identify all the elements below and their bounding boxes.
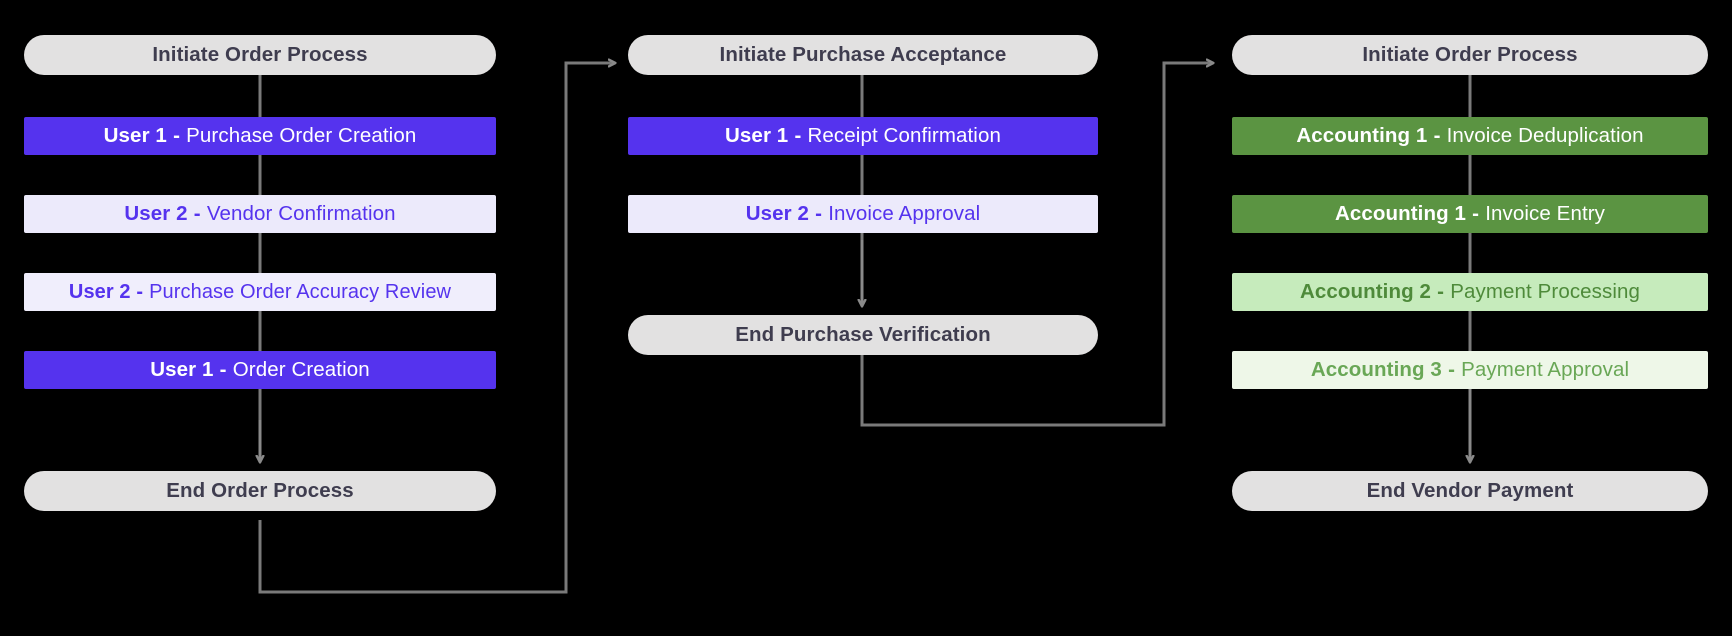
node-actor: User 1 [725, 124, 789, 147]
node-task-c1-2[interactable]: User 2 -Purchase Order Accuracy Review [24, 273, 496, 311]
node-task-c3-1[interactable]: Accounting 1-Invoice Entry [1232, 195, 1708, 233]
node-task-c1-0[interactable]: User 1-Purchase Order Creation [24, 117, 496, 155]
node-task-c2-0[interactable]: User 1-Receipt Confirmation [628, 117, 1098, 155]
node-actor: Accounting 1 [1334, 202, 1467, 225]
node-actor: User 2 [745, 202, 810, 225]
node-sep: - [193, 202, 201, 225]
node-end-c3[interactable]: End Vendor Payment [1232, 471, 1708, 511]
node-sep: - [815, 202, 823, 225]
column-vendor-payment: Initiate Order Process Accounting 1-Invo… [1232, 0, 1708, 636]
node-sep: - [1437, 280, 1445, 303]
node-actor: Accounting 1 [1296, 124, 1428, 147]
node-sep: - [794, 124, 802, 147]
node-task: Purchase Order Creation [186, 124, 417, 147]
node-label: Initiate Order Process [1362, 43, 1578, 66]
node-task: Payment Approval [1461, 358, 1630, 381]
column-order-process: Initiate Order Process User 1-Purchase O… [24, 0, 496, 636]
node-actor: Accounting 2 [1299, 280, 1431, 303]
node-label: End Order Process [166, 479, 354, 502]
node-task-c1-1[interactable]: User 2-Vendor Confirmation [24, 195, 496, 233]
node-start-c3[interactable]: Initiate Order Process [1232, 35, 1708, 75]
node-task: Vendor Confirmation [206, 202, 396, 225]
node-sep: - [219, 358, 227, 381]
node-sep: - [1448, 358, 1455, 381]
node-task-c1-3[interactable]: User 1-Order Creation [24, 351, 496, 389]
node-actor: User 1 [103, 124, 167, 147]
node-label: End Purchase Verification [735, 323, 991, 346]
node-sep: - [1472, 202, 1480, 225]
node-actor: User 2 - [68, 280, 144, 303]
node-task-c3-3[interactable]: Accounting 3-Payment Approval [1232, 351, 1708, 389]
node-task: Receipt Confirmation [807, 124, 1001, 147]
node-actor: User 1 [150, 358, 214, 381]
node-task: Invoice Deduplication [1446, 124, 1644, 147]
node-task-c3-2[interactable]: Accounting 2-Payment Processing [1232, 273, 1708, 311]
node-label: End Vendor Payment [1366, 479, 1574, 502]
node-label: Initiate Order Process [152, 43, 368, 66]
node-end-c2[interactable]: End Purchase Verification [628, 315, 1098, 355]
node-task: Invoice Entry [1485, 202, 1606, 225]
node-label: Initiate Purchase Acceptance [719, 43, 1007, 66]
node-task: Order Creation [232, 358, 370, 381]
node-actor: Accounting 3 [1310, 358, 1442, 381]
node-task: Invoice Approval [828, 202, 981, 225]
node-sep: - [173, 124, 181, 147]
node-start-c1[interactable]: Initiate Order Process [24, 35, 496, 75]
node-sep: - [1433, 124, 1441, 147]
node-task-c2-1[interactable]: User 2-Invoice Approval [628, 195, 1098, 233]
node-actor: User 2 [124, 202, 188, 225]
node-task-c3-0[interactable]: Accounting 1-Invoice Deduplication [1232, 117, 1708, 155]
column-purchase-acceptance: Initiate Purchase Acceptance User 1-Rece… [628, 0, 1098, 636]
node-end-c1[interactable]: End Order Process [24, 471, 496, 511]
node-start-c2[interactable]: Initiate Purchase Acceptance [628, 35, 1098, 75]
node-task: Payment Processing [1450, 280, 1641, 303]
node-task: Purchase Order Accuracy Review [149, 280, 452, 303]
